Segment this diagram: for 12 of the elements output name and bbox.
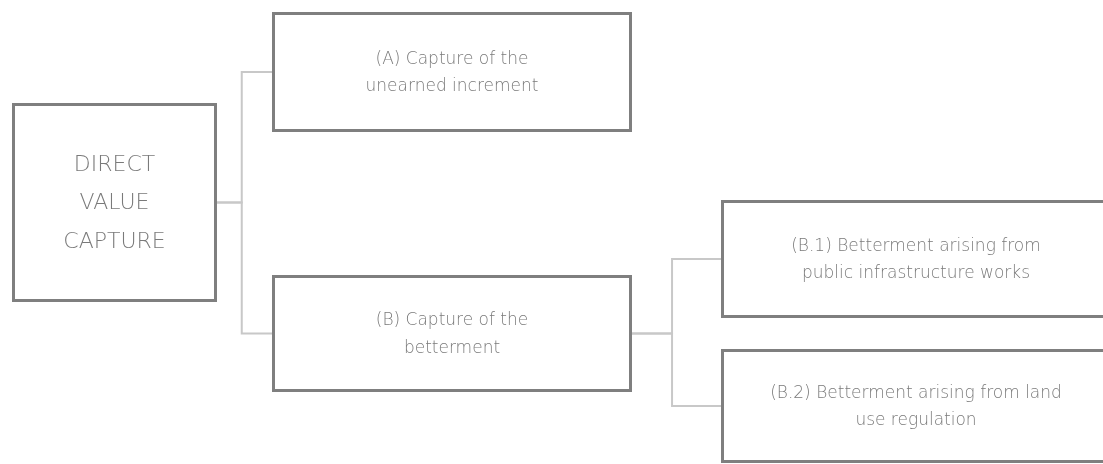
box-label: DIRECT VALUE CAPTURE xyxy=(62,149,167,255)
process-box xyxy=(12,103,217,302)
process-box xyxy=(272,275,632,392)
process-box xyxy=(721,200,1103,318)
connector-line xyxy=(216,201,273,335)
process-box xyxy=(721,349,1103,463)
box-label: (B.1) Betterment arising from public infrastructure works xyxy=(790,233,1042,284)
connector-line xyxy=(631,332,722,407)
box-label: (B) Capture of the betterment xyxy=(374,308,530,359)
process-box xyxy=(272,12,632,132)
box-label: (A) Capture of the unearned increment xyxy=(364,46,540,97)
box-label: (B.2) Betterment arising from land use regulation xyxy=(769,380,1063,431)
